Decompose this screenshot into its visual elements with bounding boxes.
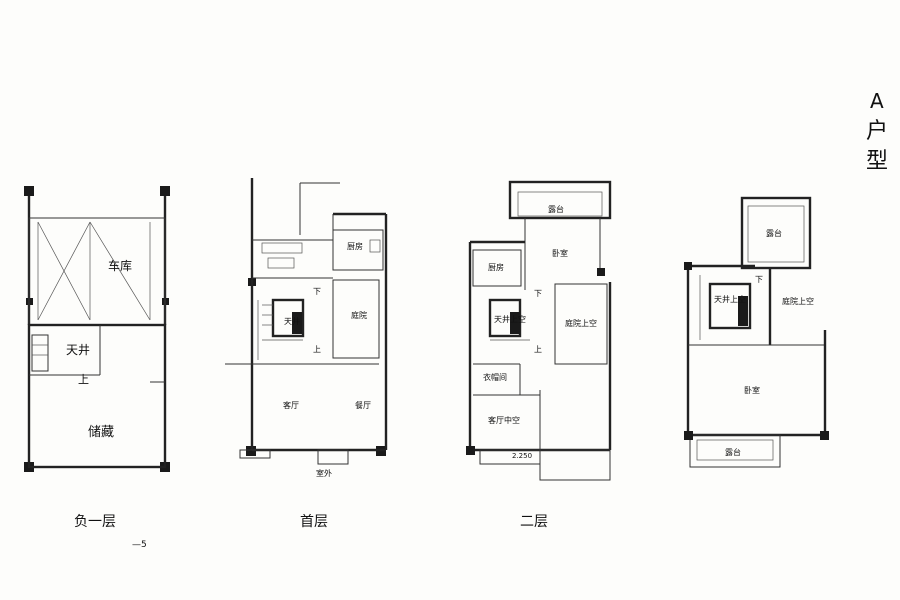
basement-room-storage: 储藏 [88,425,114,440]
ground-room-kitchen: 厨房 [347,241,363,251]
basement-plan: 车库 天井 上 储藏 [24,186,170,472]
title-line2: 户 [866,119,888,144]
ground-outdoor-label: 室外 [316,468,332,478]
third-stair-down: 下 [755,275,763,284]
third-room-terrace-bottom: 露台 [725,447,741,457]
third-room-bedroom: 卧室 [744,385,760,395]
page-note: —5 [132,540,147,550]
floor-captions: 负一层 首层 二层 —5 [74,514,548,550]
ground-room-living: 客厅 [283,400,299,410]
second-room-bedroom: 卧室 [552,248,568,258]
third-room-garden-void: 庭院上空 [782,296,814,306]
basement-room-garage: 车库 [108,258,132,273]
third-floor-plan: 露台 天井上空 下 庭院上空 卧室 露台 [684,196,829,468]
ground-room-garden: 庭院 [351,310,367,320]
second-room-closet: 衣帽间 [483,372,507,382]
title-line1: A [870,89,884,113]
second-room-terrace: 露台 [548,204,564,214]
basement-room-courtyard: 天井 [66,343,90,357]
ground-stair-down: 下 [313,287,321,296]
second-room-living-void: 客厅中空 [488,415,520,425]
second-dimension-label: 2.250 [512,452,532,460]
basement-stair-up: 上 [78,373,89,386]
second-room-courtyard-void: 天井上空 [494,314,526,324]
second-stair-down: 下 [534,289,542,298]
second-stair-up: 上 [534,345,542,354]
ground-stair-up: 上 [313,345,321,354]
unit-type-title: A 户 型 [866,89,888,174]
second-room-garden-void: 庭院上空 [565,318,597,328]
second-floor-plan: 露台 卧室 厨房 天井上空 下 上 庭院上空 衣帽间 客厅中空 2.250 [466,180,612,481]
second-room-kitchen: 厨房 [488,262,504,272]
ground-room-courtyard-stair: 天井 [284,316,300,326]
caption-second-floor: 二层 [520,514,548,530]
caption-basement: 负一层 [74,514,116,530]
ground-room-dining: 餐厅 [355,401,371,410]
title-line3: 型 [866,149,888,174]
third-room-courtyard-void: 天井上空 [714,294,746,304]
ground-floor-plan: 厨房 天井 下 上 庭院 客厅 餐厅 室外 [225,178,388,478]
caption-ground-floor: 首层 [300,514,328,530]
third-room-terrace-top: 露台 [766,228,782,238]
